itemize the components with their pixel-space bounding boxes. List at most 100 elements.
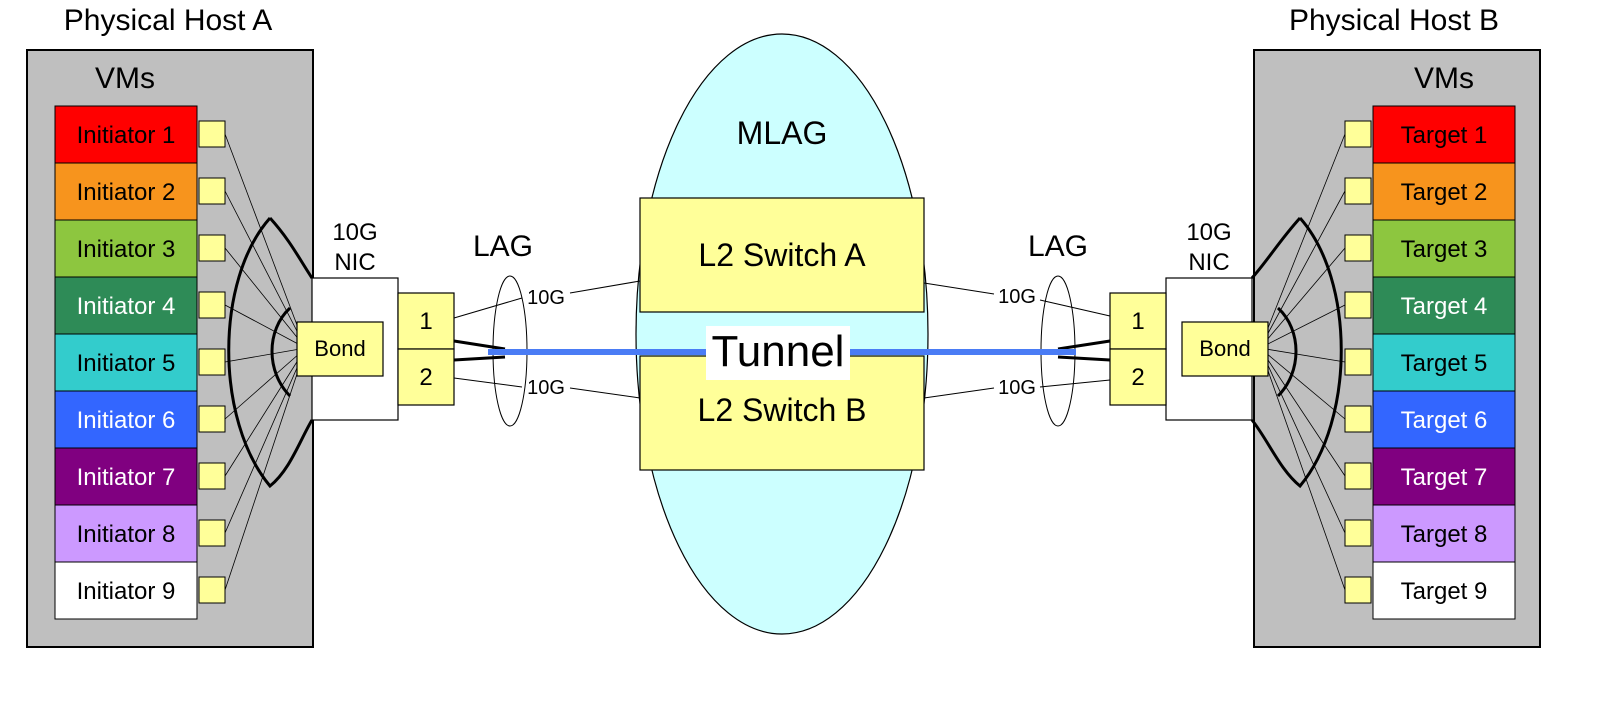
host-a-vm-1-label: Initiator 1 [77,122,176,149]
host-b-vm-6-label: Target 6 [1401,407,1488,434]
host-a-vm-3 [54,219,198,278]
host-b-vnic-wire-4 [1265,304,1346,346]
link-b2-to-switch-b [923,387,995,399]
host-b-vm-8 [1372,504,1516,563]
host-a-vnic-port-4 [198,291,226,319]
host-a-vnic-port-6 [198,405,226,433]
switch-b-label: L2 Switch B [698,392,867,428]
host-a-port-2-label: 2 [419,364,432,391]
host-a-nic: 10G NIC Bond 1 2 [296,219,455,421]
link-b1-speed: 10G [998,286,1036,308]
host-b-vnic-port-8 [1344,519,1372,547]
host-a-title: Physical Host A [64,4,272,37]
host-a-bond-box [296,321,384,377]
host-a-vm-4-label: Initiator 4 [77,293,176,320]
mlag-label: MLAG [737,115,828,151]
host-a-vnic-wire-4 [224,304,301,346]
host-a-nic-label-line2: NIC [334,249,375,276]
host-b-vnic-port-3 [1344,234,1372,262]
link-b1-to-switch-a-end [1039,299,1111,317]
host-b-vnic-port-6 [1344,405,1372,433]
host-a-vnic-port-7 [198,462,226,490]
host-b-vnic-port-5 [1344,348,1372,376]
host-b-vm-2 [1372,162,1516,221]
host-b-vnic-wire-2 [1265,190,1346,338]
host-a-vm-8-label: Initiator 8 [77,521,176,548]
host-a-vnic-port-8 [198,519,226,547]
tunnel-label-bg [706,326,850,380]
host-b-vnic-wire-7 [1265,356,1346,477]
host-a-vnic-port-2 [198,177,226,205]
host-b-lag-label: LAG [1028,230,1088,263]
host-a-port-2 [397,348,455,406]
link-b2-speed: 10G [998,377,1036,399]
host-b-vm-8-label: Target 8 [1401,521,1488,548]
link-a2-to-switch-b-end [569,387,641,399]
host-b-vnic-wire-1 [1265,133,1346,334]
host-b-port-2 [1109,348,1167,406]
host-b-vm-9-label: Target 9 [1401,578,1488,605]
switch-a-box [639,197,925,313]
host-b-nic: 10G NIC Bond 1 2 [1109,219,1269,421]
host-a-vnic-wire-1 [224,133,301,334]
host-b-funnel-inner [1276,306,1298,398]
host-b-vm-5 [1372,333,1516,392]
host-b-title: Physical Host B [1289,4,1499,37]
tunnel-lead-b-2 [1057,355,1111,362]
host-b-vms-title: VMs [1414,62,1474,95]
host-a-vnic-fanout [224,133,314,591]
host-b-vnic-wire-6 [1265,352,1346,420]
host-a-funnel-outer [227,216,314,489]
host-a-vm-9-label: Initiator 9 [77,578,176,605]
tunnel-lead-b-1 [1057,339,1111,351]
host-b-vnic-port-2 [1344,177,1372,205]
host-a-vm-5 [54,333,198,392]
host-a-nic-label-line1: 10G [332,219,377,246]
host-b-vnic-port-7 [1344,462,1372,490]
host-b-vnic-port-4 [1344,291,1372,319]
host-a-vnic-port-9 [198,576,226,604]
host-b-vnic-port-1 [1344,120,1372,148]
host-a-vm-list: Initiator 1 Initiator 2 Initiator 3 Initiat… [54,105,198,620]
host-a-vm-9 [54,561,198,620]
host-b-vm-7-label: Target 7 [1401,464,1488,491]
host-a-vm-7 [54,447,198,506]
host-b-vm-1 [1372,105,1516,164]
host-a-vnic-port-1 [198,120,226,148]
host-a-vm-5-label: Initiator 5 [77,350,176,377]
host-a-vm-2-label: Initiator 2 [77,179,176,206]
host-a-vm-3-label: Initiator 3 [77,236,176,263]
host-b-vnic-wire-3 [1265,247,1346,342]
host-b-vnic-fanout [1250,133,1346,591]
host-a-vnic-wire-8 [224,360,301,534]
link-a2-to-switch-b [453,377,523,388]
host-b-port-1-label: 1 [1131,308,1144,335]
host-a: Physical Host A VMs Initiator 1Initiator… [26,4,314,648]
host-b-vm-4-label: Target 4 [1401,293,1488,320]
host-a-vnic-ports [198,120,226,604]
host-a-vnic-port-3 [198,234,226,262]
host-b-vnic-ports [1344,120,1372,604]
host-a-lag-label: LAG [473,230,533,263]
link-a1-to-switch-a [453,297,523,319]
host-b-vm-4 [1372,276,1516,335]
host-b-vm-3 [1372,219,1516,278]
host-a-vnic-wire-2 [224,190,301,338]
host-b-vnic-port-9 [1344,576,1372,604]
host-b-vnic-wire-5 [1265,348,1346,363]
host-a-vnic-wire-7 [224,356,301,477]
host-b-vm-9 [1372,561,1516,620]
host-b-vm-2-label: Target 2 [1401,179,1488,206]
host-b-vnic-wire-8 [1265,360,1346,534]
tunnel-lead-a-1 [453,339,506,351]
host-a-vm-4 [54,276,198,335]
host-a-bond-label: Bond [314,336,365,361]
host-b-bond-label: Bond [1199,336,1250,361]
link-b1-to-switch-a [923,282,995,295]
host-b-bond-box [1181,321,1269,377]
host-b-funnel-outer [1250,216,1343,489]
switch-a-label: L2 Switch A [698,237,866,273]
